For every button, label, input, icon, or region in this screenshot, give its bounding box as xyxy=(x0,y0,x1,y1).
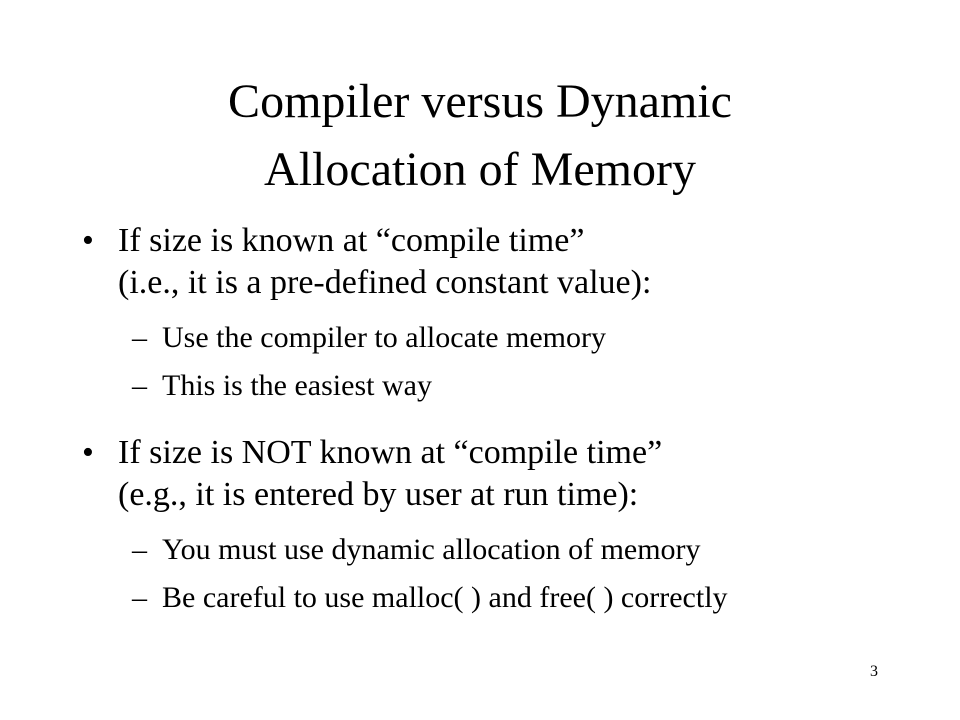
sub-bullet-item: – Be careful to use malloc( ) and free( … xyxy=(132,574,942,622)
page-number: 3 xyxy=(870,663,878,680)
dash-icon: – xyxy=(132,321,147,354)
sub-bullet-item: – You must use dynamic allocation of mem… xyxy=(132,526,942,574)
sub-bullet-text: You must use dynamic allocation of memor… xyxy=(162,533,701,566)
slide-title: Compiler versus Dynamic Allocation of Me… xyxy=(0,68,960,204)
bullet-text-line-2: (i.e., it is a pre-defined constant valu… xyxy=(118,264,652,301)
slide-title-line-2: Allocation of Memory xyxy=(264,143,696,196)
dash-icon: – xyxy=(132,533,147,566)
bullet-text-line-1: If size is known at “compile time” xyxy=(118,222,585,259)
sub-bullet-text: This is the easiest way xyxy=(162,369,432,402)
bullet-dot-icon: • xyxy=(82,434,94,471)
dash-icon: – xyxy=(132,369,147,402)
bullet-text-line-2: (e.g., it is entered by user at run time… xyxy=(118,476,639,513)
bullet-item-compile-time-unknown: • If size is NOT known at “compile time”… xyxy=(82,432,942,516)
sub-bullet-list: – Use the compiler to allocate memory – … xyxy=(132,314,942,410)
slide-title-line-1: Compiler versus Dynamic xyxy=(228,75,732,128)
bullet-dot-icon: • xyxy=(82,222,94,259)
dash-icon: – xyxy=(132,581,147,614)
sub-bullet-list: – You must use dynamic allocation of mem… xyxy=(132,526,942,622)
bullet-text-line-1: If size is NOT known at “compile time” xyxy=(118,434,663,471)
bullet-item-compile-time-known: • If size is known at “compile time” (i.… xyxy=(82,220,942,304)
bullet-list: • If size is known at “compile time” (i.… xyxy=(82,220,942,622)
sub-bullet-item: – This is the easiest way xyxy=(132,362,942,410)
sub-bullet-text: Use the compiler to allocate memory xyxy=(162,321,607,354)
sub-bullet-item: – Use the compiler to allocate memory xyxy=(132,314,942,362)
sub-bullet-text: Be careful to use malloc( ) and free( ) … xyxy=(162,581,728,614)
